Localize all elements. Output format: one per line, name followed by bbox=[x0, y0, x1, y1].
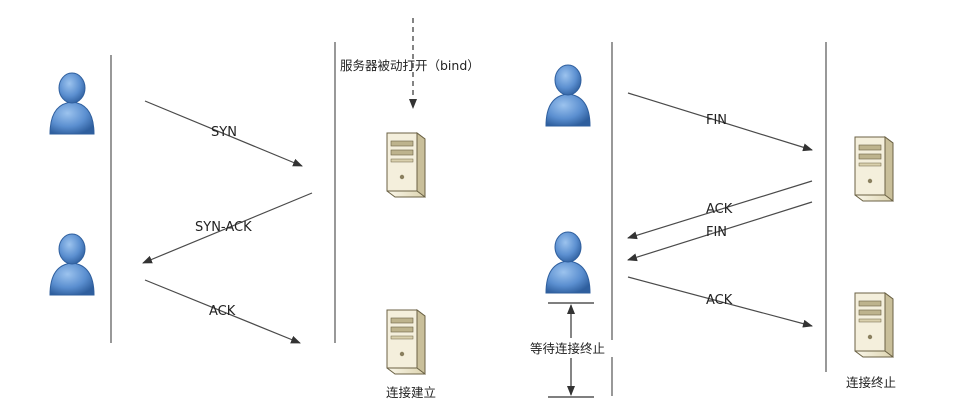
client-user-icon-2 bbox=[49, 233, 95, 296]
synack-arrow bbox=[142, 192, 313, 264]
server2-icon-2 bbox=[854, 292, 894, 358]
synack-label: SYN-ACK bbox=[195, 220, 252, 235]
syn-label: SYN bbox=[211, 125, 237, 140]
ack1-label: ACK bbox=[706, 202, 733, 217]
fin1-label: FIN bbox=[706, 113, 727, 128]
client2-user-icon-2 bbox=[545, 231, 591, 294]
server-icon-2 bbox=[386, 309, 426, 375]
ack-label: ACK bbox=[209, 304, 236, 319]
fin2-label: FIN bbox=[706, 225, 727, 240]
established-label: 连接建立 bbox=[386, 385, 436, 400]
ack2-label: ACK bbox=[706, 293, 733, 308]
ack1-arrow bbox=[627, 180, 813, 240]
ack2-arrow bbox=[627, 276, 813, 328]
client-user-icon bbox=[49, 72, 95, 135]
server-open-label: 服务器被动打开（bind） bbox=[340, 58, 480, 73]
fin2-arrow bbox=[627, 201, 813, 262]
server-icon bbox=[386, 132, 426, 198]
fin1-arrow bbox=[627, 92, 813, 152]
ack-arrow bbox=[144, 279, 301, 344]
terminated-label: 连接终止 bbox=[846, 375, 896, 390]
syn-arrow bbox=[144, 100, 303, 167]
server2-icon bbox=[854, 136, 894, 202]
wait-label-bg bbox=[527, 340, 617, 357]
client2-user-icon bbox=[545, 64, 591, 127]
wait-label: 等待连接终止 bbox=[530, 341, 605, 356]
